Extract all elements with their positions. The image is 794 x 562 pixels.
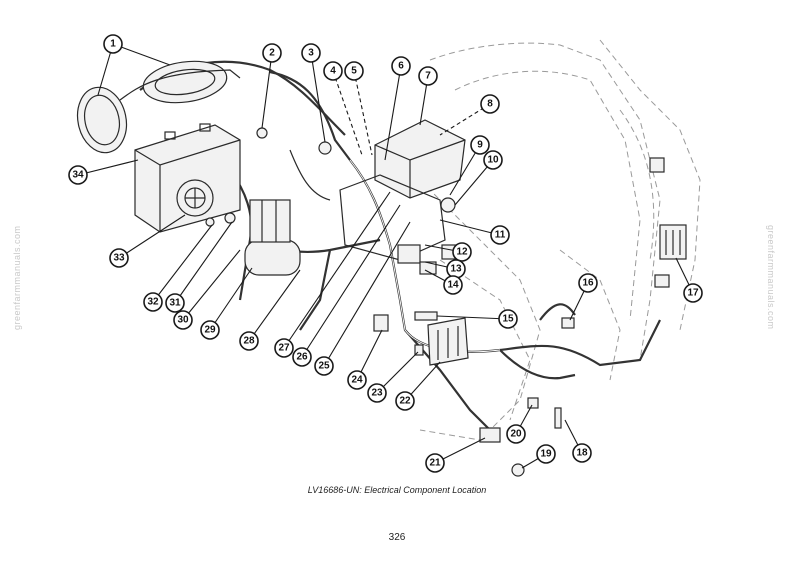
callout-24: 24 [347,370,367,390]
svg-text:13: 13 [450,264,462,275]
page-number: 326 [388,532,406,543]
callout-9: 9 [470,135,490,155]
svg-text:9: 9 [477,140,483,151]
callout-8: 8 [480,94,500,114]
svg-text:14: 14 [447,280,459,291]
svg-text:15: 15 [502,314,514,325]
watermark-right: greenfarmmanuals.com [766,225,776,330]
svg-text:18: 18 [576,448,588,459]
svg-text:12: 12 [456,247,468,258]
callout-3: 3 [301,43,321,63]
electrical-component-diagram: 1 2 3 4 5 6 7 8 9 10 11 12 13 14 15 16 1… [68,34,703,477]
svg-text:21: 21 [429,458,441,469]
svg-text:31: 31 [169,298,181,309]
svg-text:17: 17 [687,288,699,299]
callout-1: 1 [103,34,123,54]
svg-text:8: 8 [487,99,493,110]
svg-text:33: 33 [113,253,125,264]
callout-31: 31 [165,293,185,313]
svg-text:29: 29 [204,325,216,336]
tractor-frame-outline [419,39,701,441]
callout-16: 16 [578,273,598,293]
svg-text:20: 20 [510,429,522,440]
callout-27: 27 [274,338,294,358]
svg-text:6: 6 [398,61,404,72]
callout-10: 10 [483,150,503,170]
callout-19: 19 [536,444,556,464]
svg-text:7: 7 [425,71,431,82]
svg-text:24: 24 [351,375,363,386]
callout-4: 4 [323,61,343,81]
callout-34: 34 [68,165,88,185]
callout-markers: 1 2 3 4 5 6 7 8 9 10 11 12 13 14 15 16 1… [68,34,703,473]
callout-7: 7 [418,66,438,86]
svg-text:4: 4 [330,66,336,77]
callout-2: 2 [262,43,282,63]
callout-28: 28 [239,331,259,351]
headlight-assembly [76,60,241,154]
callout-20: 20 [506,424,526,444]
callout-18: 18 [572,443,592,463]
svg-text:27: 27 [278,343,290,354]
svg-text:32: 32 [147,297,159,308]
callout-26: 26 [292,347,312,367]
svg-text:19: 19 [540,449,552,460]
callout-29: 29 [200,320,220,340]
callout-32: 32 [143,292,163,312]
controller-module [659,224,687,260]
callout-22: 22 [395,391,415,411]
callout-13: 13 [446,259,466,279]
callout-6: 6 [391,56,411,76]
svg-text:25: 25 [318,361,330,372]
svg-text:5: 5 [351,66,357,77]
callout-15: 15 [498,309,518,329]
callout-30: 30 [173,310,193,330]
leader-lines [77,43,694,469]
svg-text:2: 2 [269,48,275,59]
svg-text:11: 11 [495,230,506,241]
svg-text:16: 16 [582,278,594,289]
fuse-relay-center [427,317,469,366]
figure-caption: LV16686-UN: Electrical Component Locatio… [307,485,487,495]
callout-21: 21 [425,453,445,473]
instrument-cluster [374,119,466,199]
callout-5: 5 [344,61,364,81]
svg-text:26: 26 [296,352,308,363]
svg-text:28: 28 [243,336,255,347]
callout-23: 23 [367,383,387,403]
svg-text:10: 10 [487,155,499,166]
watermark-left: greenfarmmanuals.com [12,225,22,330]
svg-text:34: 34 [72,170,84,181]
callout-14: 14 [443,275,463,295]
starter-motor [244,199,301,276]
alternator [176,179,214,217]
svg-text:30: 30 [177,315,189,326]
callout-17: 17 [683,283,703,303]
dashboard-housing [289,149,446,264]
svg-text:3: 3 [308,48,314,59]
svg-text:22: 22 [399,396,411,407]
svg-text:23: 23 [371,388,383,399]
callout-25: 25 [314,356,334,376]
callout-33: 33 [109,248,129,268]
callout-11: 11 [490,225,510,245]
battery [134,123,241,233]
svg-text:1: 1 [110,39,116,50]
callout-12: 12 [452,242,472,262]
